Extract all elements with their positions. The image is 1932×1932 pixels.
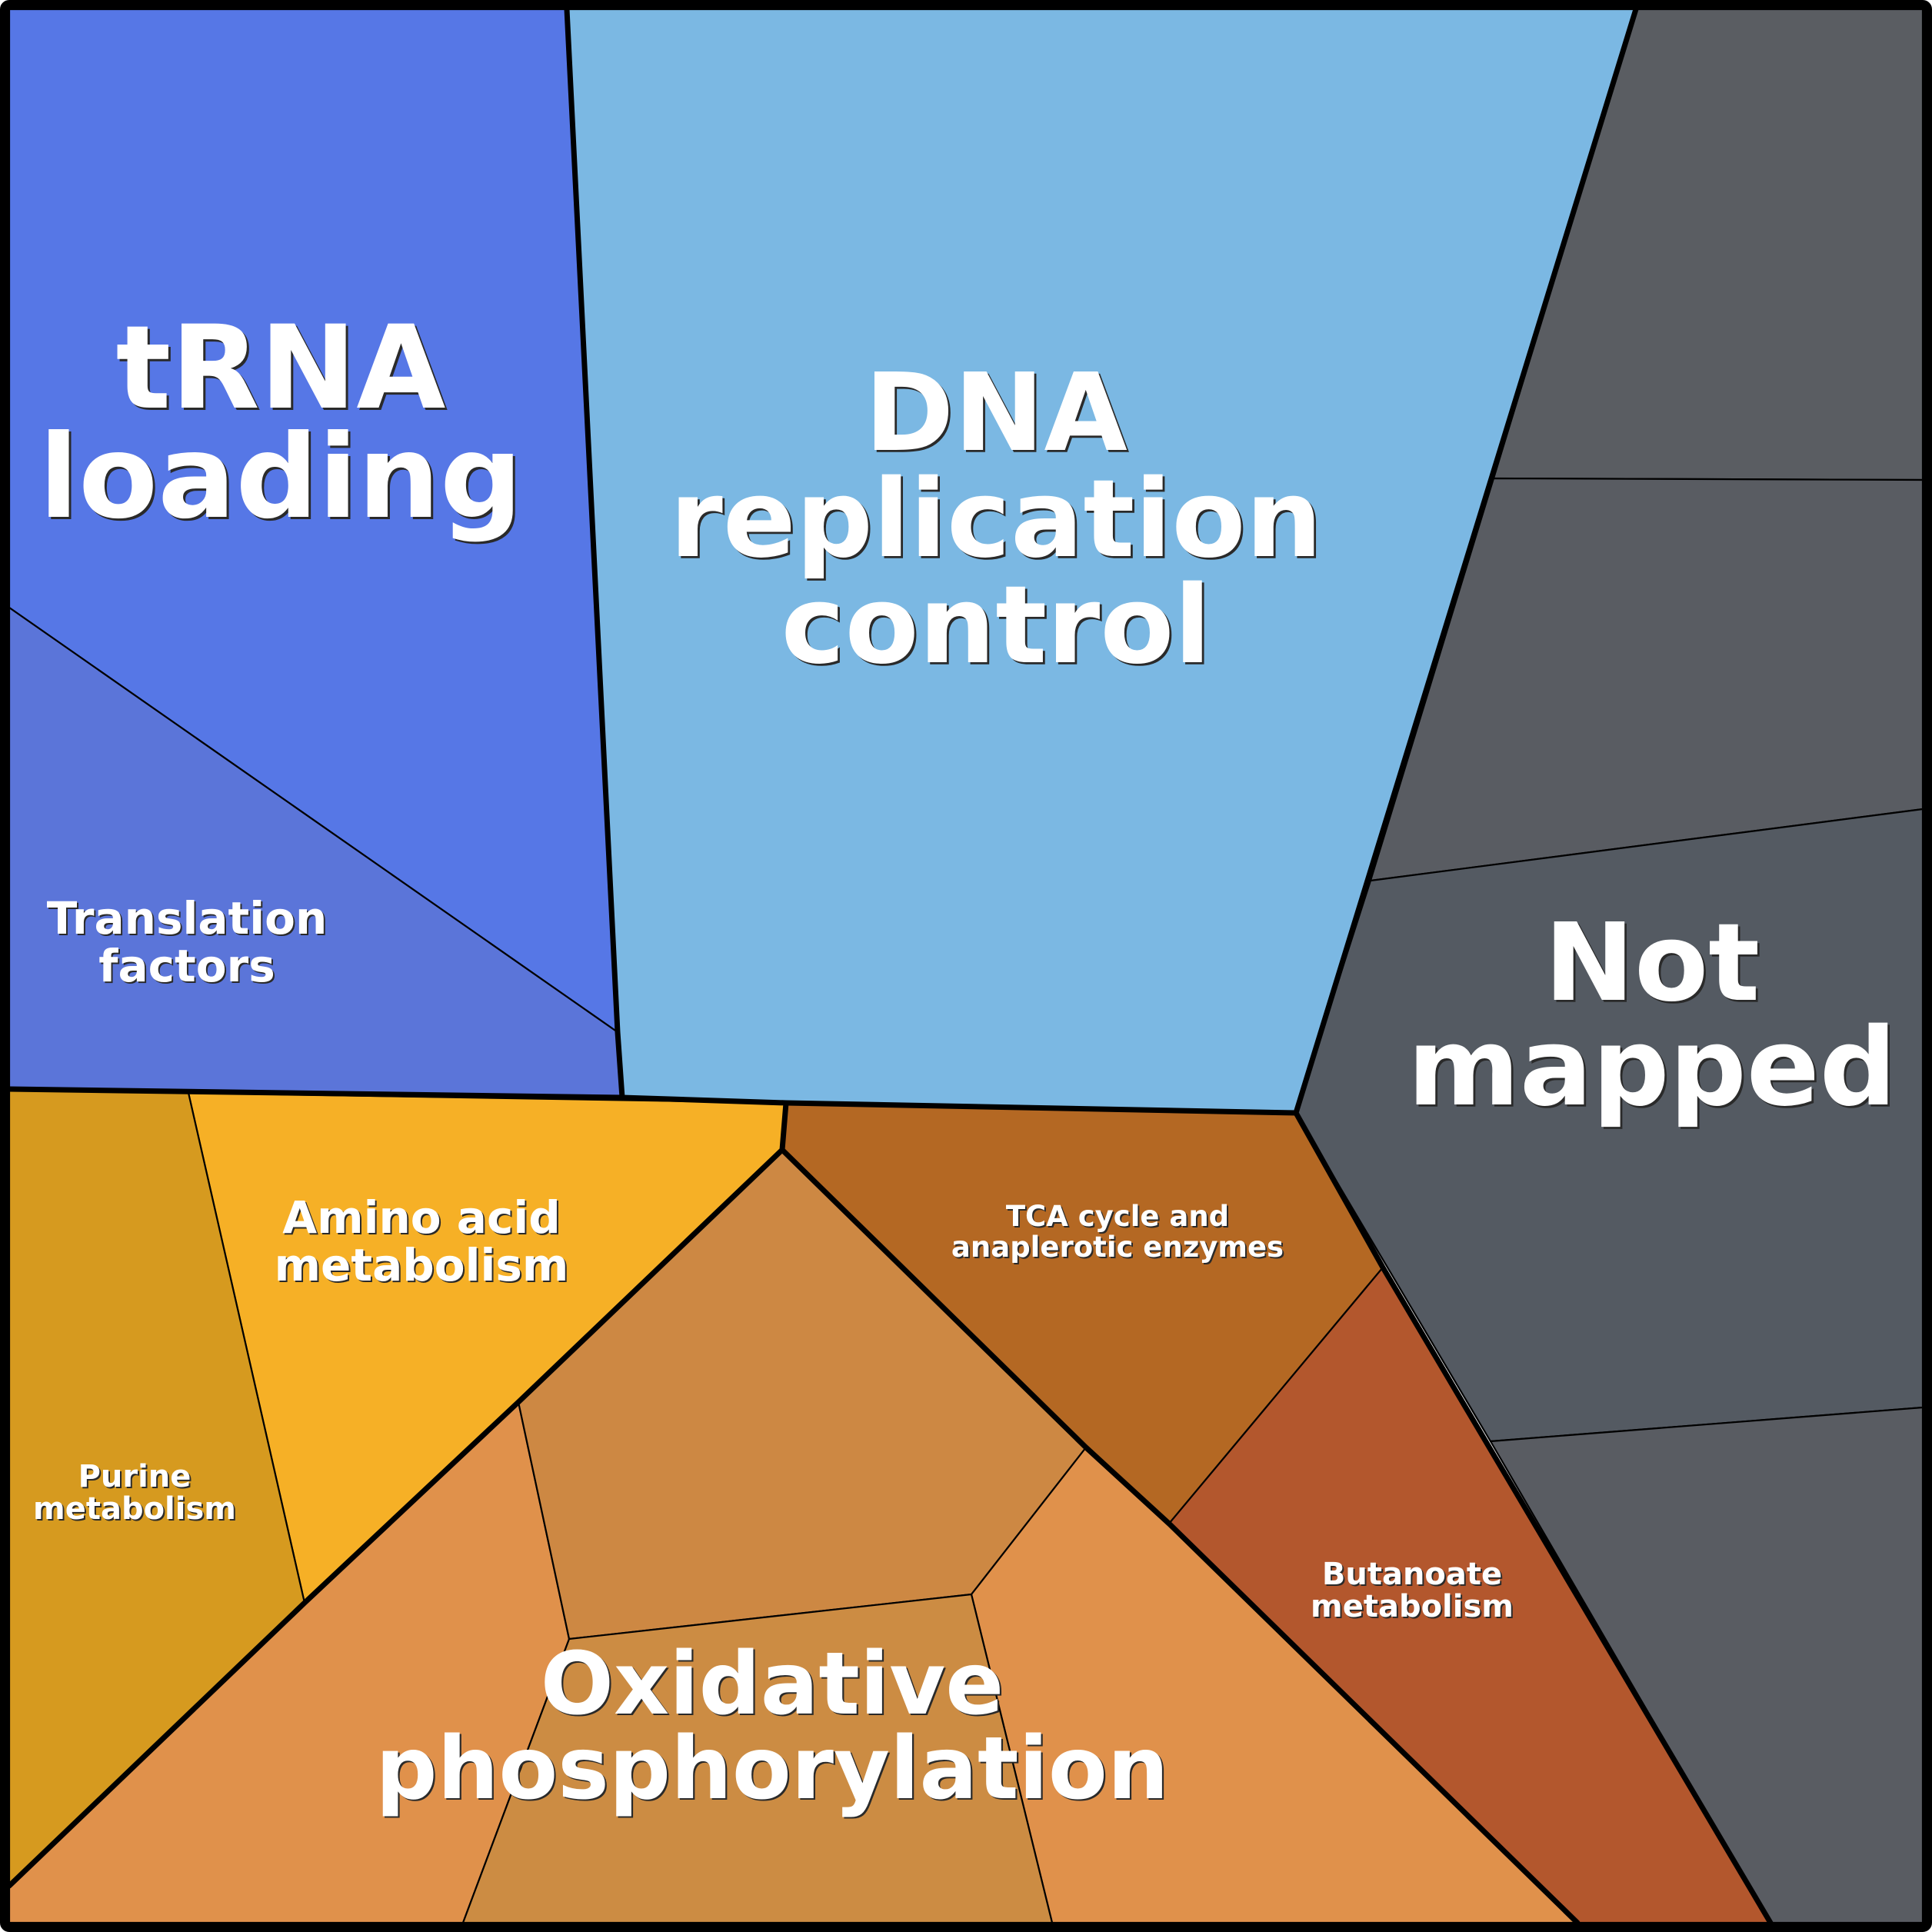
trna-loading-label-line: tRNA <box>116 301 446 435</box>
oxidative-phosphorylation-label-line: phosphorylation <box>375 1719 1168 1819</box>
purine-cell-label-shadow: metabolism <box>35 1493 238 1528</box>
dna-replication-control-label-line: DNA <box>864 351 1128 476</box>
tca-cycle-label-shadow: TCA cycle and <box>1008 1201 1231 1234</box>
cells-layer <box>8 8 1924 1924</box>
amino-acid-metabolism-label-shadow: Amino acid <box>284 1193 561 1245</box>
purine-cell-label-shadow: Purine <box>80 1461 193 1496</box>
tca-cycle-label-line: anaplerotic enzymes <box>951 1231 1284 1264</box>
amino-acid-metabolism-label-shadow: metabolism <box>276 1241 571 1293</box>
tca-cycle-label-line: TCA cycle and <box>1006 1200 1229 1233</box>
oxidative-phosphorylation-label: OxidativeOxidativephosphorylationphospho… <box>375 1634 1170 1820</box>
dna-replication-control-label-line: replication <box>670 457 1322 582</box>
dna-replication-control-label: DNADNAreplicationreplicationcontrolcontr… <box>670 351 1324 691</box>
amino-acid-metabolism-label-line: metabolism <box>275 1239 569 1291</box>
trna-loading-label-shadow: tRNA <box>118 304 448 438</box>
dna-replication-control-label-shadow: replication <box>672 459 1324 585</box>
butanoate-cell-label-shadow: Butanoate <box>1324 1558 1504 1594</box>
oxidative-phosphorylation-label-line: Oxidative <box>541 1634 1004 1734</box>
translation-factors-cell-label-line: Translation <box>47 892 328 944</box>
purine-cell-label-line: metabolism <box>33 1491 236 1527</box>
butanoate-cell-label-shadow: metabolism <box>1312 1591 1515 1626</box>
translation-factors-cell-label-shadow: Translation <box>48 894 329 946</box>
dna-replication-control-label-shadow: control <box>783 565 1213 691</box>
not-mapped-label-shadow: mapped <box>1410 1008 1899 1133</box>
oxidative-phosphorylation-label-shadow: phosphorylation <box>378 1720 1171 1820</box>
purine-cell-label-line: Purine <box>78 1459 192 1494</box>
butanoate-cell-label-line: metabolism <box>1311 1589 1514 1624</box>
translation-factors-cell-label-line: factors <box>98 940 275 992</box>
trna-loading-label-shadow: loading <box>42 413 525 547</box>
dna-replication-control-label-line: control <box>781 563 1211 688</box>
group-borders-layer <box>6 6 1774 1926</box>
group-border <box>6 1086 1299 1116</box>
not-mapped-label-line: Not <box>1544 901 1760 1026</box>
tca-cycle-label-shadow: anaplerotic enzymes <box>953 1232 1285 1265</box>
oxidative-phosphorylation-label-shadow: Oxidative <box>542 1636 1006 1736</box>
amino-acid-metabolism-label-line: Amino acid <box>282 1191 560 1244</box>
not-mapped-label-line: mapped <box>1407 1005 1897 1131</box>
dna-replication-control-label-shadow: DNA <box>867 353 1130 478</box>
group-border <box>564 6 625 1101</box>
not-mapped-label-shadow: Not <box>1547 903 1762 1028</box>
butanoate-cell-label-line: Butanoate <box>1322 1557 1502 1592</box>
trna-loading-label-line: loading <box>39 411 523 545</box>
group-border <box>6 1147 1581 1926</box>
group-border <box>779 1100 789 1153</box>
translation-factors-cell-label-shadow: factors <box>100 941 276 994</box>
group-border <box>1293 6 1774 1926</box>
